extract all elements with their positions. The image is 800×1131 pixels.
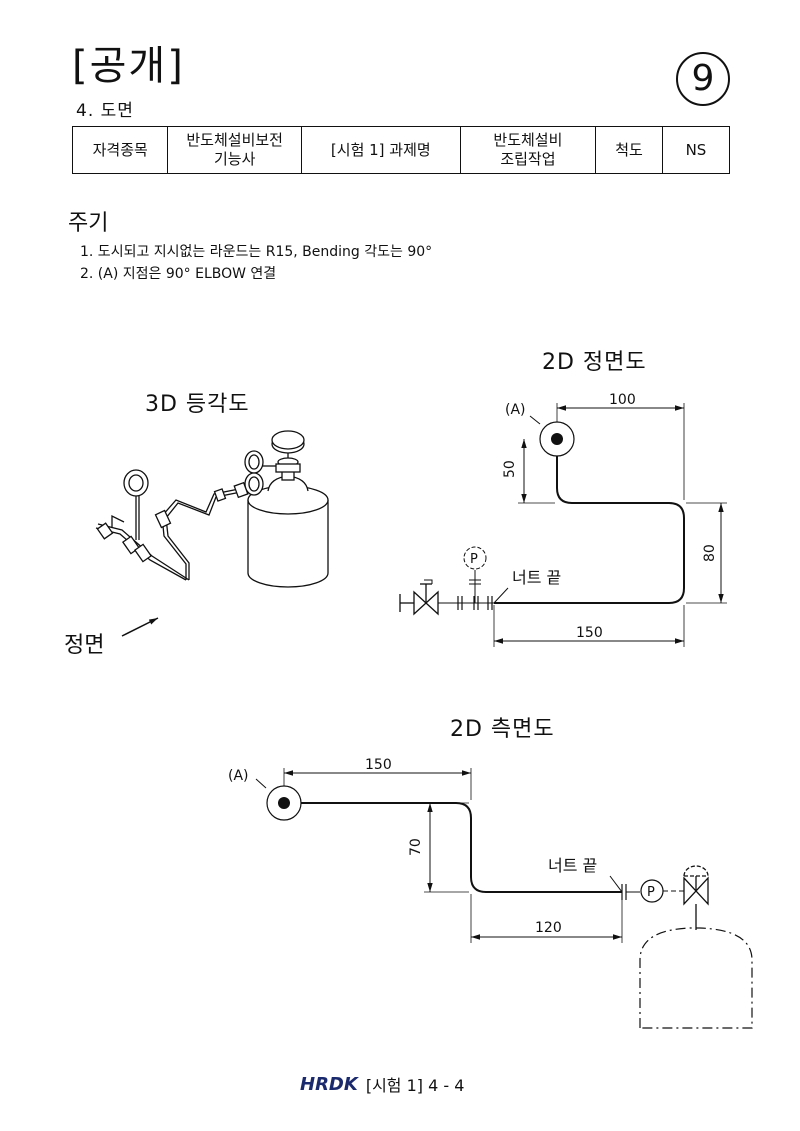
page-number: 9 [691, 58, 715, 99]
task-line2: 조립작업 [500, 150, 556, 168]
page-footer: HRDK [시험 1] 4 - 4 [300, 1072, 464, 1096]
task-line1: 반도체설비 [493, 131, 563, 150]
side-dim-top: 150 [365, 757, 392, 773]
label-task: [시험 1] 과제명 [300, 126, 461, 174]
notes-title: 주기 [68, 211, 109, 236]
front-dim-left: 50 [502, 460, 518, 478]
left-gauge [123, 469, 149, 540]
side-point-label: (A) [228, 768, 249, 784]
front-valve [399, 579, 439, 616]
iso-pipe [95, 487, 247, 581]
front-label: 정면 [64, 633, 104, 658]
front-drawing [399, 403, 727, 647]
note-item-2: 2. (A) 지점은 90° ELBOW 연결 [80, 266, 277, 282]
side-dim-bottom: 120 [535, 920, 562, 936]
front-nut-label: 너트 끝 [512, 568, 561, 587]
iso-view-title: 3D 등각도 [145, 392, 250, 417]
side-pipe [284, 802, 622, 893]
page-number-badge: 9 [676, 52, 730, 106]
side-gauge-label: P [647, 885, 655, 900]
side-tank-outline [639, 927, 753, 1029]
exam-line2: 기능사 [213, 150, 256, 168]
tank-gauges [244, 450, 276, 496]
front-arrow [121, 617, 159, 637]
side-valve [683, 865, 709, 930]
side-drawing [255, 768, 753, 1029]
scale-value: NS [661, 126, 731, 174]
footer-page-text: [시험 1] 4 - 4 [365, 1076, 465, 1095]
exam-line1: 반도체설비보전 [186, 131, 283, 150]
hrdk-logo: HRDK [300, 1073, 358, 1095]
front-dim-bottom: 150 [576, 625, 603, 641]
section-subtitle: 4. 도면 [76, 101, 134, 121]
front-pipe [494, 439, 685, 604]
label-exam: 자격종목 [71, 126, 169, 174]
front-dim-top: 100 [609, 392, 636, 408]
front-gauge-label: P [470, 552, 478, 567]
iso-fittings [96, 481, 249, 563]
front-nut-marks [457, 596, 493, 610]
label-scale: 척도 [595, 126, 663, 174]
page-title: [공개] [72, 43, 185, 89]
valve-handwheel [271, 430, 305, 473]
front-view-title: 2D 정면도 [542, 350, 647, 375]
side-nut-label: 너트 끝 [548, 856, 597, 875]
front-point-label: (A) [505, 402, 526, 418]
info-table: 자격종목 반도체설비보전 기능사 [시험 1] 과제명 반도체설비 조립작업 척… [71, 126, 731, 174]
iso-drawing [95, 430, 329, 588]
task-name: 반도체설비 조립작업 [459, 126, 597, 174]
note-item-1: 1. 도시되고 지시없는 라운드는 R15, Bending 각도는 90° [80, 244, 433, 260]
exam-name: 반도체설비보전 기능사 [167, 126, 302, 174]
side-nut-marks [621, 884, 627, 900]
side-view-title: 2D 측면도 [450, 717, 555, 742]
side-dim-left: 70 [408, 838, 424, 856]
info-table-row: 자격종목 반도체설비보전 기능사 [시험 1] 과제명 반도체설비 조립작업 척… [71, 126, 731, 174]
tank-cylinder [247, 457, 329, 588]
front-dim-right: 80 [702, 544, 718, 562]
